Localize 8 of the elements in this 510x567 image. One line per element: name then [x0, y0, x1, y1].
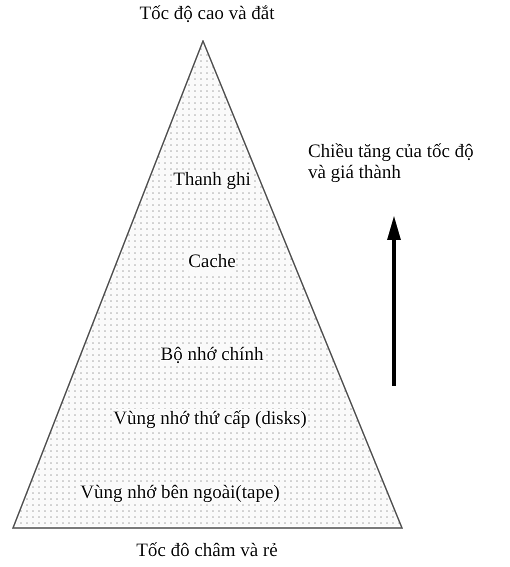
tier-label: Bộ nhớ chính [160, 345, 264, 366]
tier-label: Thanh ghi [173, 170, 251, 191]
top-caption: Tốc độ cao và đắt [139, 4, 275, 25]
tier-label: Vùng nhớ bên ngoài(tape) [80, 483, 280, 504]
tier-label: Cache [188, 252, 236, 273]
direction-caption: Chiều tăng của tốc độ và giá thành [308, 142, 475, 184]
bottom-caption: Tốc đô châm và rẻ [136, 541, 278, 562]
tier-label: Vùng nhớ thứ cấp (disks) [113, 409, 307, 430]
